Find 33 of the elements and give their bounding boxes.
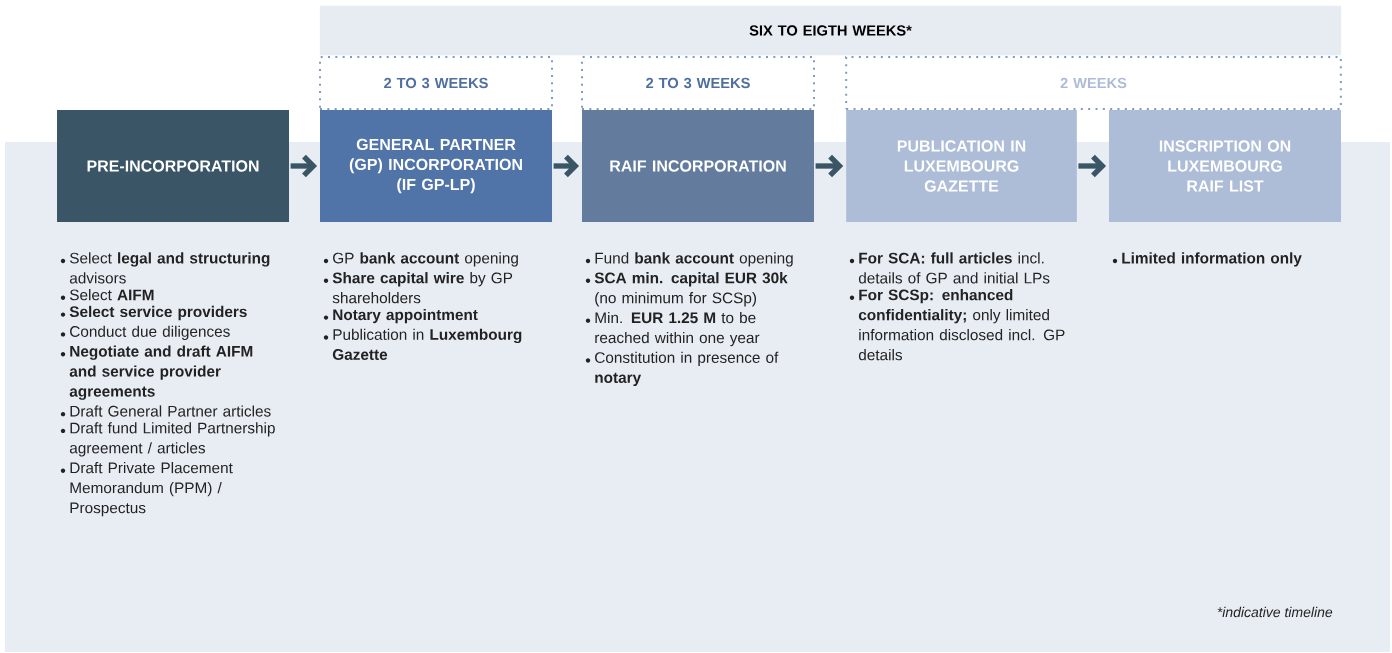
bullet-item: Draft fund Limited Partnership agreement / articles	[60, 422, 275, 457]
bullet-item: Draft Private Placement Memorandum (PPM) / Prospectus	[60, 462, 233, 517]
step-box: RAIF INCORPORATION	[582, 110, 814, 222]
footnote: *indicative timeline	[1217, 606, 1333, 618]
duration-box: 2 WEEKS	[845, 56, 1342, 110]
bullet-item: GP bank account opening	[323, 252, 518, 267]
step-box: PRE-INCORPORATION	[57, 110, 289, 222]
arrow	[1078, 154, 1107, 178]
arrow	[815, 154, 844, 178]
bullet-item: Constitution in presence of notary	[585, 351, 779, 387]
arrow	[290, 154, 318, 178]
bullet-item: Select AIFM	[60, 289, 154, 301]
bullet-item: Negotiate and draft AIFM and service provider agreements	[60, 345, 253, 400]
bullet-item: Share capital wire by GP shareholders	[323, 272, 513, 304]
step-box: INSCRIPTION ON LUXEMBOURG RAIF LIST	[1109, 110, 1341, 222]
bullet-item: Draft General Partner articles	[60, 405, 271, 417]
bullet-item: Publication in Luxembourg Gazette	[323, 328, 522, 360]
timeline-band: SIX TO EIGTH WEEKS*	[319, 5, 1342, 56]
bullet-item: Select service providers	[60, 305, 247, 321]
bullet-item: Min. EUR 1.25 M to be reached within one year	[585, 311, 760, 347]
bullet-item: For SCSp: enhanced confidentiality; only limited information disclosed incl. GP details	[849, 289, 1065, 361]
bullet-item: Select legal and structuring advisors	[60, 252, 270, 284]
bullet-item: Notary appointment	[323, 308, 478, 324]
duration-box: 2 TO 3 WEEKS	[581, 56, 815, 110]
duration-box: 2 TO 3 WEEKS	[319, 56, 553, 110]
bullet-item: Limited information only	[1112, 252, 1302, 267]
bullet-item: Fund bank account opening	[585, 252, 793, 267]
bullet-item: SCA min. capital EUR 30k (no minimum for SCSp)	[585, 272, 788, 307]
bullet-item: Conduct due diligences	[60, 325, 230, 340]
step-box: PUBLICATION IN LUXEMBOURG GAZETTE	[846, 110, 1077, 222]
step-box: GENERAL PARTNER (GP) INCORPORATION (IF GP-LP)	[320, 110, 552, 222]
arrow	[553, 154, 580, 178]
bullet-item: For SCA: full articles incl. details of GP and initial LPs	[849, 252, 1050, 284]
